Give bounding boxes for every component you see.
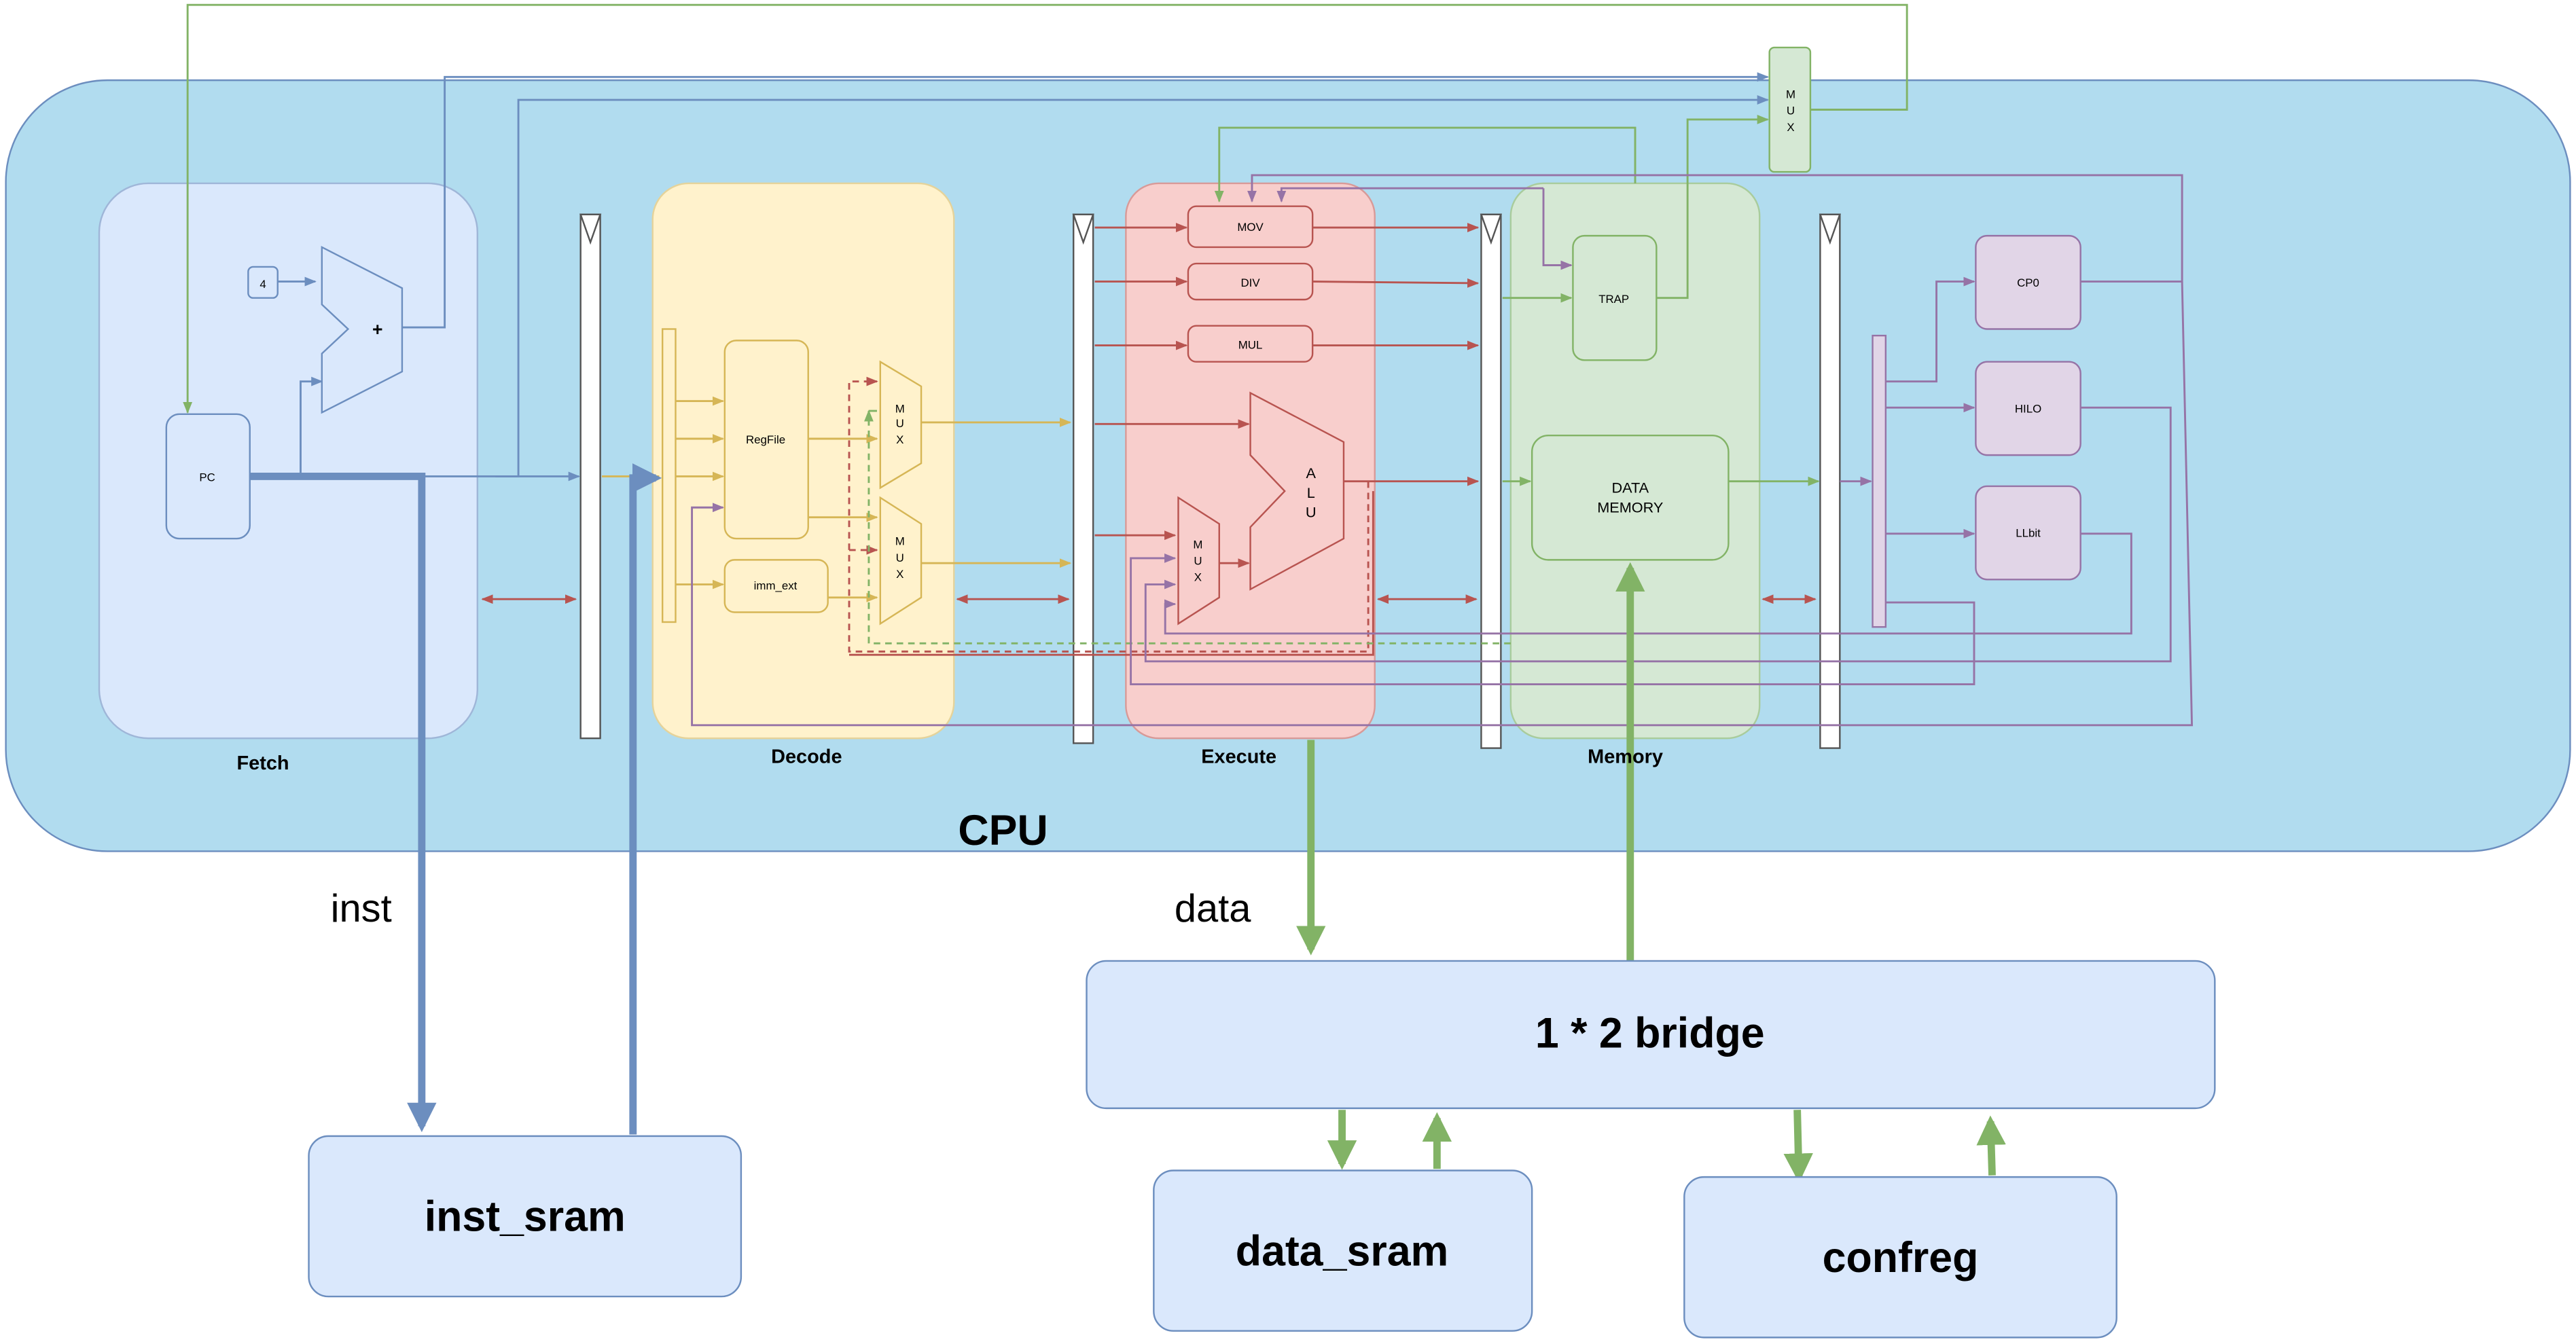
decode-mux-bottom-x: X [896,568,904,581]
data-memory [1531,434,1730,561]
alu [1249,391,1345,591]
execute-mux-x: X [1194,571,1202,584]
execute-stage-label: Execute [1201,746,1276,767]
pc-select-mux-m: M [1786,88,1795,101]
pc-select-mux [1768,46,1812,173]
bridge [1086,960,2216,1110]
trap-unit [1572,234,1658,361]
decode-mux-top-m: M [895,402,905,415]
inst-sram [308,1135,743,1298]
data-memory-label-1: DATA [1611,479,1649,496]
pc-select-mux-u: U [1787,105,1795,117]
mul-unit [1187,325,1314,363]
cp0-register [1975,234,2081,330]
decode-mux-top-x: X [896,433,904,446]
bridge-label: 1 * 2 bridge [1535,1010,1765,1057]
pc-label: PC [199,471,215,484]
data-sram [1153,1169,1533,1332]
regfile-label: RegFile [746,433,785,446]
pc-register [165,413,251,540]
div-label: DIV [1241,276,1261,289]
hilo-register [1975,361,2081,456]
div-unit [1187,262,1314,301]
inst-sram-label: inst_sram [425,1193,626,1241]
execute-mux-m: M [1193,539,1202,551]
alu-a: A [1306,465,1317,482]
pipeline-register-mem-wb [1819,213,1842,749]
memory-stage-label: Memory [1588,746,1663,767]
data-memory-label-2: MEMORY [1597,498,1663,515]
pc-adder [321,246,404,414]
adder-symbol: + [372,319,382,340]
constant-4-label: 4 [260,278,266,291]
hilo-label: HILO [2015,402,2041,415]
fetch-stage-label: Fetch [236,752,289,774]
decode-mux-bottom [879,496,923,625]
inst-request-bus [249,473,437,1133]
data-bus-label: data [1175,887,1251,930]
execute-mux-u: U [1194,555,1202,568]
decode-stage-label: Decode [771,746,842,767]
decode-mux-bottom-m: M [895,535,905,548]
writeback-bus-bar [1872,334,1887,628]
pipeline-register-id-ex [1072,213,1094,744]
inst-response-bus [629,463,662,1135]
execute-mux [1177,496,1220,625]
data-sram-label: data_sram [1236,1227,1448,1275]
pipeline-register-if-id [579,213,602,740]
alu-l: L [1307,484,1315,501]
constant-4-box [247,266,279,299]
cp0-label: CP0 [2017,276,2039,289]
trap-label: TRAP [1598,293,1629,306]
confreg [1683,1176,2117,1339]
decode-mux-bottom-u: U [896,551,904,564]
decode-mux-top [879,360,923,490]
alu-u: U [1306,504,1317,521]
pipeline-register-ex-mem [1480,213,1503,749]
mov-unit [1187,205,1314,249]
regfile [723,340,809,540]
llbit-label: LLbit [2016,527,2041,540]
pc-select-mux-x: X [1787,121,1794,134]
mul-label: MUL [1238,338,1263,351]
decode-bus-bar [661,328,677,623]
imm-ext [723,559,829,613]
mov-label: MOV [1237,221,1264,234]
llbit-register [1975,485,2081,581]
confreg-to-bridge-bus [1976,1115,2006,1176]
confreg-label: confreg [1823,1234,1979,1282]
decode-mux-top-u: U [896,417,904,430]
bridge-to-confreg-bus [1783,1110,1813,1183]
inst-bus-label: inst [331,887,392,930]
cpu-title: CPU [958,807,1048,854]
imm-ext-label: imm_ext [754,579,798,592]
